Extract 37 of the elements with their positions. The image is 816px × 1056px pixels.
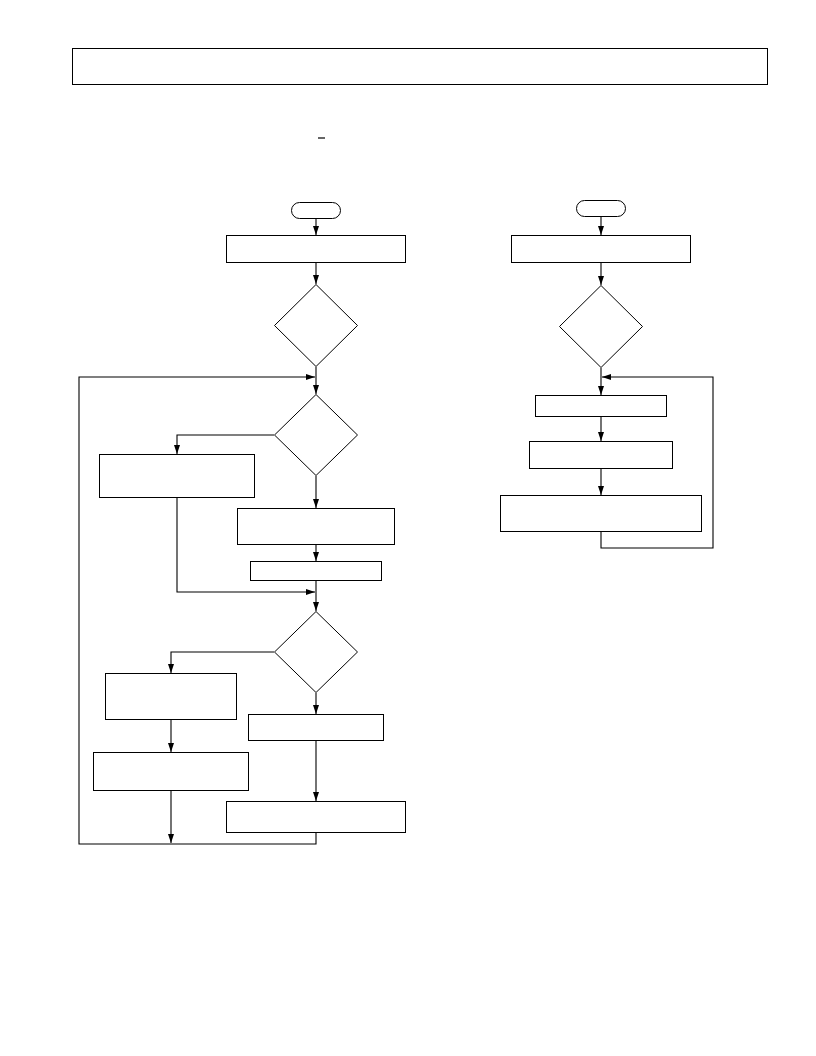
arrow xyxy=(174,434,275,455)
arrow xyxy=(313,740,319,802)
header-box xyxy=(72,48,768,85)
process-box xyxy=(248,714,384,741)
process-box xyxy=(226,801,406,833)
arrow xyxy=(313,580,319,612)
process-box xyxy=(529,441,673,469)
process-box xyxy=(250,561,382,581)
arrow xyxy=(598,468,604,496)
arrow xyxy=(168,790,174,844)
decision-diamond xyxy=(274,394,358,476)
process-box xyxy=(237,508,395,545)
arrow xyxy=(598,367,604,396)
arrow xyxy=(598,262,604,286)
decision-diamond xyxy=(274,611,358,693)
process-box xyxy=(226,235,406,263)
process-box xyxy=(105,673,237,720)
decision-diamond xyxy=(274,284,358,367)
process-box xyxy=(535,395,667,417)
arrow xyxy=(168,651,275,674)
arrow xyxy=(176,497,316,595)
arrow xyxy=(313,692,319,715)
arrow xyxy=(78,374,317,845)
process-box xyxy=(511,235,691,263)
process-box xyxy=(93,752,249,791)
process-box xyxy=(99,454,255,498)
arrow xyxy=(600,374,714,549)
arrow xyxy=(168,719,174,753)
arrow xyxy=(313,544,319,562)
arrow xyxy=(313,366,319,395)
arrow xyxy=(598,216,604,236)
decision-diamond xyxy=(559,285,643,368)
arrow xyxy=(313,475,319,509)
arrow xyxy=(598,416,604,442)
arrow xyxy=(313,218,319,236)
process-box xyxy=(500,495,702,532)
arrow xyxy=(313,262,319,285)
